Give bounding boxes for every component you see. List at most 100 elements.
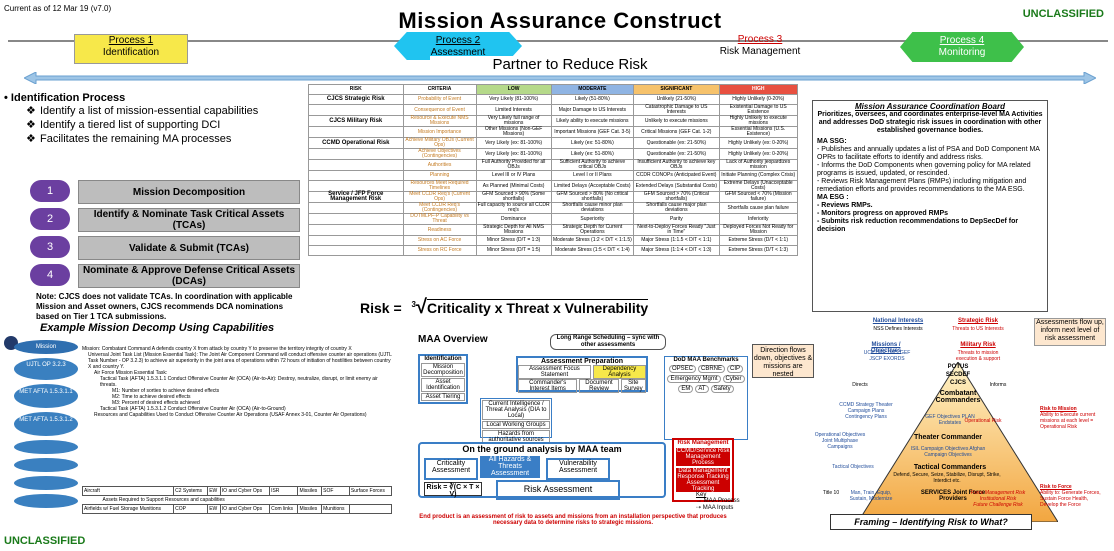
risk-cell: Shortfalls cause major plan deviations bbox=[633, 202, 720, 214]
risk-cell: Unlikely (21-50%) bbox=[633, 94, 720, 105]
mission-list: UCP DSR DMS GEF JSCP EXORDS bbox=[863, 350, 911, 362]
oval-mission: Mission bbox=[14, 340, 78, 354]
table-row: Airfields w/ Fuel Storage Munitions COP … bbox=[81, 504, 393, 514]
threats-text: Threats to US Interests bbox=[952, 326, 1004, 332]
risk-cell: Insufficient Authority to achieve key OB… bbox=[633, 159, 720, 171]
bench-item: AT bbox=[695, 385, 709, 393]
risk-cell: Very Likely (81-100%) bbox=[475, 94, 552, 105]
risk-cell: Existential Damage to US Existence bbox=[718, 104, 799, 116]
identification-title: • Identification Process bbox=[4, 92, 126, 104]
risk-cell: Level III or IV Plans bbox=[475, 170, 552, 181]
prep-item: Site Survey bbox=[620, 379, 646, 393]
pyramid-shape bbox=[858, 362, 1058, 522]
oval-sub bbox=[14, 494, 78, 508]
process-4-label: Process 4 bbox=[939, 35, 985, 46]
risk-cell: GFM Sourced > 70% (Critical shortfalls) bbox=[633, 191, 720, 203]
secdef: SECDEF bbox=[945, 372, 971, 378]
risk-cell: GFM Sourced > 90% (Some shortfalls) bbox=[475, 191, 552, 203]
oval-sub bbox=[14, 440, 78, 454]
risk-mgmt-label: Risk Management bbox=[677, 440, 729, 446]
services-tasks: Man, Train, Equip, Sustain, Modernize bbox=[849, 490, 893, 502]
risk-cell: Other Missions (Non-GEF Missions) bbox=[475, 126, 552, 138]
table-cell: Missiles bbox=[297, 486, 323, 496]
oval-sub bbox=[14, 476, 78, 490]
table-cell: EW bbox=[207, 504, 221, 514]
current-date: Current as of 12 Mar 19 (v7.0) bbox=[4, 4, 112, 13]
risk-to-mission: Risk to Mission Ability to Execute curre… bbox=[1040, 406, 1096, 430]
ssg-title: MA SSG: bbox=[817, 138, 847, 145]
example-line: Resources and Capabilities Used to Condu… bbox=[94, 412, 367, 418]
mil-desc: Threats to mission execution & support bbox=[955, 350, 1001, 362]
risk-cell: Lack of Authority jeopardizes mission bbox=[718, 159, 799, 171]
bench-item: Emergency Mgmt bbox=[667, 375, 721, 383]
process-1-name: Identification bbox=[102, 47, 160, 58]
risk-cell: Extreme Stress (D/T < 1:1) bbox=[718, 235, 799, 246]
national-interests: National Interests bbox=[872, 318, 924, 324]
maa-endnote: End product is an assessment of risk to … bbox=[419, 514, 727, 526]
example-line: Air Force Mission Essential Task: bbox=[94, 370, 168, 376]
risk-cell: Questionable (ex: 21-50%) bbox=[633, 137, 720, 149]
risk-cell: Resource & Execute NMS Missions bbox=[402, 115, 477, 127]
risk-eq-rhs: Criticality x Threat x Vulnerability bbox=[426, 299, 649, 316]
arrow-icon: → bbox=[696, 498, 702, 504]
risk-pyramid: National Interests NSS Defines Interests… bbox=[808, 318, 1106, 528]
bench-item: OPSEC bbox=[668, 365, 696, 373]
maa-title: MAA Overview bbox=[418, 334, 488, 345]
table-cell bbox=[348, 504, 393, 514]
key-process: → MAA Process bbox=[696, 498, 740, 504]
step-number: 3 bbox=[30, 236, 70, 258]
ssg-item: - Reviews Risk Management Plans (RMPs) i… bbox=[817, 178, 1027, 193]
risk-cell: Deployed Forces Not Ready for Mission bbox=[718, 224, 799, 236]
nss-text: NSS Defines Interests bbox=[873, 326, 923, 332]
framing-box: Framing – Identifying Risk to What? bbox=[830, 514, 1032, 530]
col-low: LOW bbox=[475, 84, 552, 95]
risk-cell: Highly Unlikely (ex: 0-20%) bbox=[718, 148, 799, 160]
risk-cell: Full Authority Provided for all OBJs bbox=[475, 159, 552, 171]
esg-item: - Submits risk reduction recommendations… bbox=[817, 218, 1019, 233]
process-2-name: Assessment bbox=[430, 47, 486, 58]
risk-row: Achieve Objectives (Contingencies)Very L… bbox=[308, 148, 799, 160]
macb-intro: Prioritizes, oversees, and coordinates e… bbox=[817, 111, 1043, 134]
example-line: M2: Time to achieve desired effects bbox=[112, 394, 191, 400]
example-line: Tactical Task (AFTA) 1.5.3.1.2 Conduct O… bbox=[100, 406, 286, 412]
isil-objectives: ISIL Campaign Objectives Afghan Campaign… bbox=[910, 446, 986, 458]
risk-cell: Sufficient Authority to achieve critical… bbox=[550, 159, 635, 171]
risk-cell: Parity bbox=[633, 213, 720, 225]
risk-cell: CJCS Strategic Risk bbox=[308, 94, 404, 105]
diamond-bullet-icon: ❖ bbox=[26, 105, 36, 117]
process-3-label: Process 3 bbox=[737, 34, 783, 45]
process-4: Process 4 Monitoring bbox=[900, 32, 1024, 62]
partner-arrow bbox=[24, 72, 1096, 84]
bench-item: CIP bbox=[727, 365, 744, 373]
risk-eq-root: 3 bbox=[411, 300, 416, 310]
table-cell: IO and Cyber Ops bbox=[219, 504, 271, 514]
risk-cell: DOTMLPF-P Capability vs Threat bbox=[402, 213, 477, 225]
col-risk: RISK bbox=[308, 84, 404, 95]
table-cell: EW bbox=[207, 486, 221, 496]
risk-cell: CCDR CONOPs (Anticipated Event) bbox=[633, 170, 720, 181]
risk-cell: Extended Delays (Substantial Costs) bbox=[633, 180, 720, 192]
direction-note: Direction flows down, objectives & missi… bbox=[752, 344, 814, 378]
lwg-item: Local Working Groups bbox=[482, 421, 550, 429]
military-risk: Military Risk bbox=[960, 342, 996, 348]
risk-cell bbox=[308, 170, 404, 181]
risk-cell: Likely (ex: 51-80%) bbox=[550, 148, 635, 160]
intel-item: Current Intelligence / Threat Analysis (… bbox=[482, 400, 550, 420]
table-cell: IO and Cyber Ops bbox=[219, 486, 271, 496]
risk-cell: Initiate Planning (Complex Crisis) bbox=[718, 170, 799, 181]
risk-cell: Minor Stress (D/T = 1:3) bbox=[475, 235, 552, 246]
process-1: Process 1 Identification bbox=[74, 34, 188, 64]
risk-cell: Major Stress (1:1.5 < D/T < 1:1) bbox=[633, 235, 720, 246]
rm-item: CCMD/Service Risk Management Process bbox=[676, 448, 730, 466]
risk-cell: Moderate Stress (1:5 < D/T < 1:4) bbox=[550, 245, 635, 256]
risk-cell: Shortfalls cause plan failure bbox=[718, 202, 799, 214]
risk-cell: GFM Sourced < 70% (Mission failure) bbox=[718, 191, 799, 203]
